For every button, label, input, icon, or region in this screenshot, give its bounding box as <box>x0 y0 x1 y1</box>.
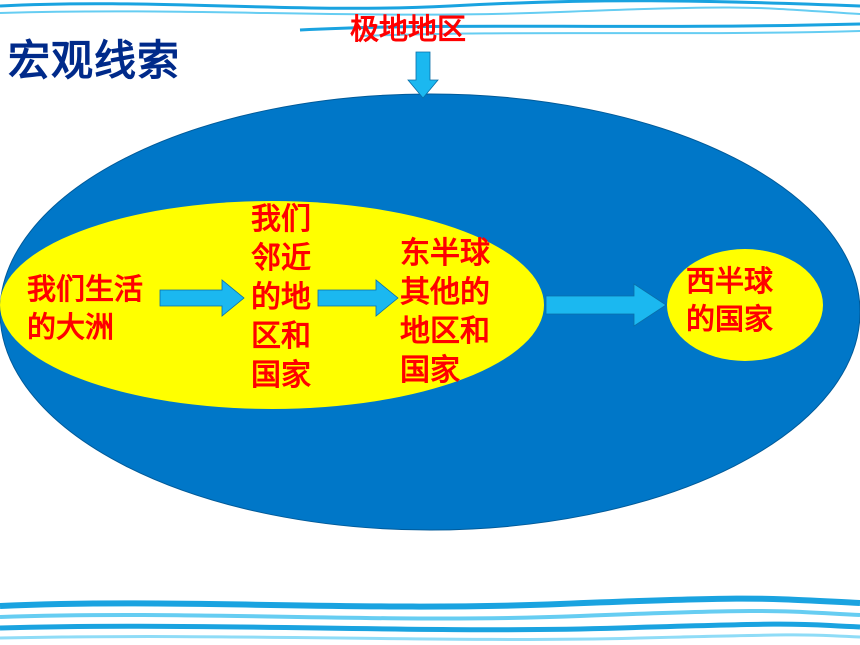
node-neighbors-line: 区和 <box>251 319 311 354</box>
node-western-line: 西半球 <box>686 264 774 298</box>
arrow-neighbors-to-eastern <box>317 279 399 317</box>
bottom-wave-decoration <box>0 595 860 641</box>
polar-down-arrow <box>407 51 439 99</box>
node-eastern-line: 地区和 <box>400 314 490 349</box>
node-eastern-line: 其他的 <box>400 275 490 310</box>
inner-region-ellipse <box>0 201 544 409</box>
western-hemisphere-ellipse <box>667 249 823 361</box>
arrow-eastern-to-western <box>545 283 667 327</box>
node-neighbors-line: 我们 <box>251 202 311 237</box>
arrow-continent-to-neighbors <box>159 279 245 317</box>
node-eastern-label: 东半球 其他的 地区和 国家 <box>400 234 490 390</box>
node-neighbors-line: 的地 <box>251 280 311 315</box>
node-continent-line: 我们生活 <box>27 272 144 306</box>
polar-region-label: 极地地区 <box>350 12 467 46</box>
node-neighbors-line: 邻近 <box>251 241 311 276</box>
page-title: 宏观线索 <box>8 36 181 85</box>
node-neighbors-line: 国家 <box>251 358 311 393</box>
node-neighbors-label: 我们 邻近 的地 区和 国家 <box>251 200 311 395</box>
node-eastern-line: 国家 <box>400 353 460 388</box>
top-wave-decoration <box>0 0 860 37</box>
node-eastern-line: 东半球 <box>400 236 490 271</box>
node-continent-label: 我们生活 的大洲 <box>27 270 143 347</box>
node-western-label: 西半球 的国家 <box>686 262 773 339</box>
node-continent-line: 的大洲 <box>27 310 115 345</box>
node-western-line: 的国家 <box>686 302 774 337</box>
